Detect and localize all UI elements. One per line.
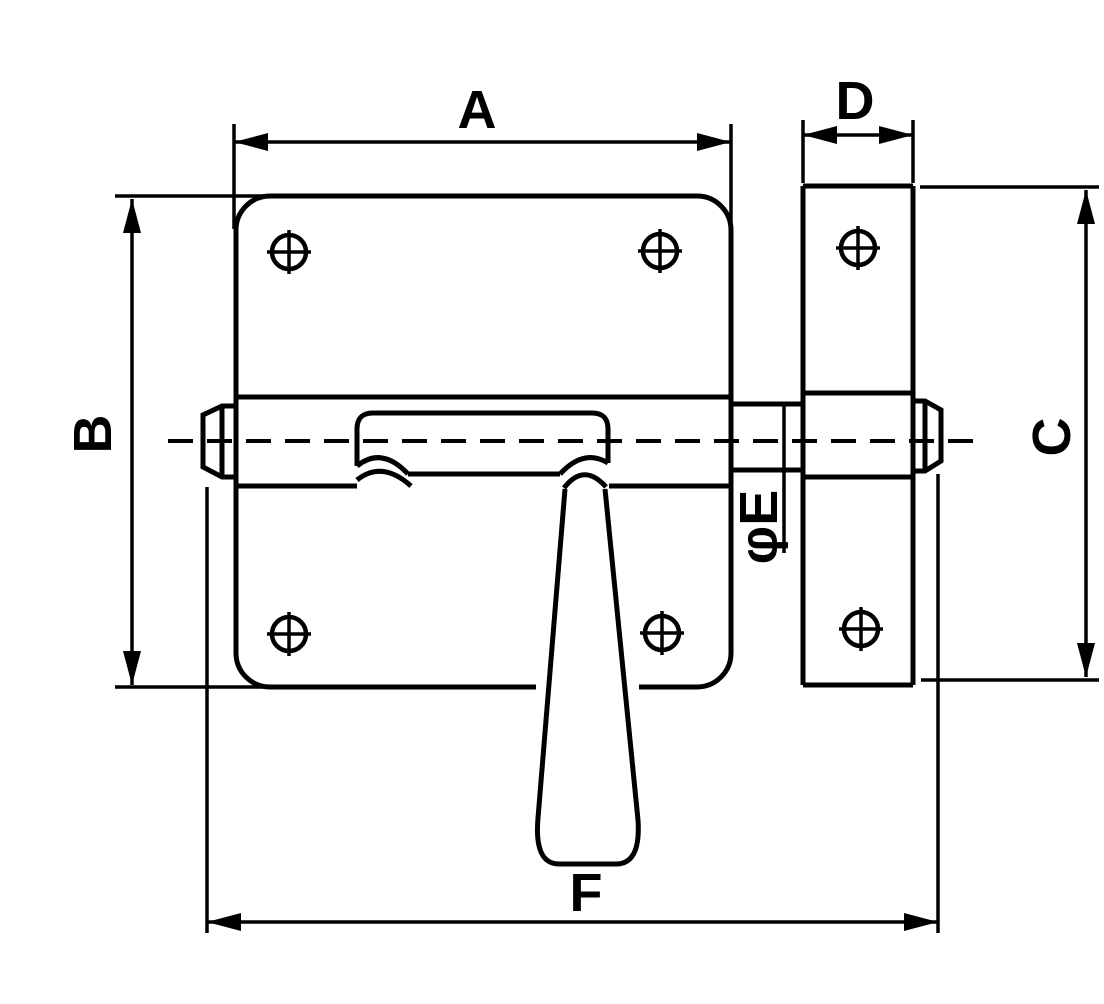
strap-right-bridge-inner-arc <box>562 472 608 490</box>
arrowhead-left <box>207 913 241 931</box>
arrowhead-right <box>904 913 938 931</box>
drop-handle-outline <box>534 488 641 867</box>
dimension-e: φE <box>729 404 789 564</box>
dimension-d: D <box>801 71 915 183</box>
dim-label-d: D <box>836 71 875 131</box>
screw-hole-keeper-bottom <box>839 607 883 651</box>
strap-right-bridge-outer-arc <box>558 455 610 476</box>
strap-left-bridge-inner-arc <box>355 468 413 488</box>
arrowhead-down <box>1077 643 1095 677</box>
screw-hole-plate-top-right <box>638 229 682 273</box>
screw-hole-plate-bottom-right <box>640 611 684 655</box>
dim-label-c: C <box>1022 418 1082 457</box>
arrowhead-right <box>697 133 731 151</box>
dimension-c: C <box>920 185 1099 682</box>
dim-label-e: φE <box>729 490 789 565</box>
arrowhead-up <box>123 199 141 233</box>
screw-hole-plate-top-left <box>267 230 311 274</box>
dimension-a: A <box>232 80 733 229</box>
screw-hole-plate-bottom-left <box>267 612 311 656</box>
dim-label-f: F <box>570 863 603 923</box>
dimension-b: B <box>63 194 272 689</box>
arrowhead-down <box>123 651 141 685</box>
bolt-guide-strap <box>354 410 611 466</box>
dim-label-b: B <box>63 415 123 454</box>
arrowhead-up <box>1077 190 1095 224</box>
strap-left-bridge-outer-arc <box>355 455 410 476</box>
arrowhead-left <box>234 133 268 151</box>
screw-hole-keeper-top <box>836 226 880 270</box>
dim-label-a: A <box>458 80 497 140</box>
dimension-f: F <box>205 474 940 933</box>
arrowhead-right <box>879 126 913 144</box>
arrowhead-left <box>803 126 837 144</box>
